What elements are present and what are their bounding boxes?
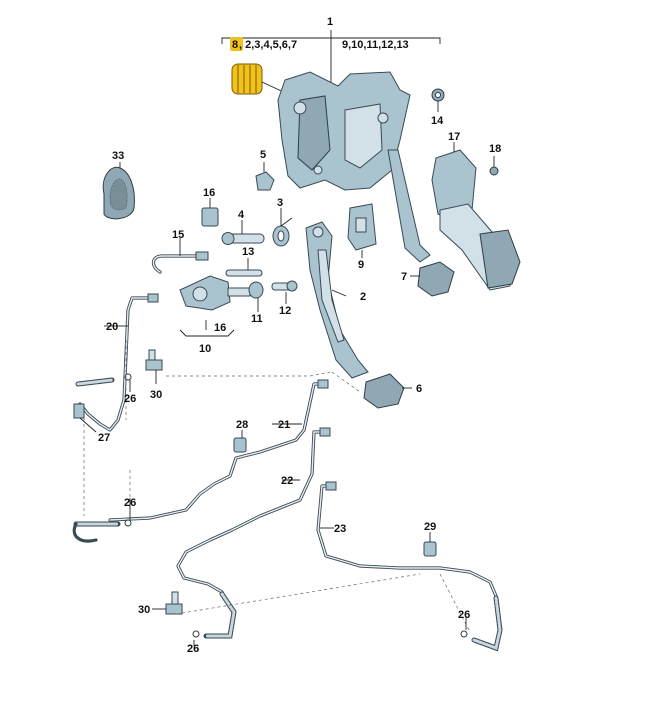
clip-part-5: [255, 162, 275, 191]
callout-30-upper: 30: [150, 389, 162, 401]
callout-29: 29: [424, 521, 436, 533]
callout-17: 17: [448, 131, 460, 143]
pin-part-13: [225, 258, 263, 277]
callout-20: 20: [106, 321, 118, 333]
header-bracket: [221, 30, 441, 82]
callout-26-lower-left: 26: [187, 643, 199, 655]
pipe-part-20: [78, 293, 159, 432]
hose-section-upper-left: [75, 373, 132, 387]
leader-lines: [104, 142, 467, 646]
line-part-15: [151, 238, 209, 274]
callout-9: 9: [358, 259, 364, 271]
pedal-bracket: [277, 71, 411, 191]
callout-27: 27: [98, 432, 110, 444]
bracket-part-9: [347, 203, 377, 258]
pipe-part-22: [176, 427, 331, 594]
callout-14: 14: [431, 115, 444, 127]
connector-part-30-lower: [165, 591, 183, 615]
callout-26-middle: 26: [124, 497, 136, 509]
bolt-part-12: [271, 280, 298, 304]
callout-26-upper: 26: [124, 393, 136, 405]
callout-12: 12: [279, 305, 291, 317]
callout-26-lower-right: 26: [458, 609, 470, 621]
screw-part-18: [489, 156, 499, 176]
callout-4: 4: [238, 209, 245, 221]
pin-part-4: [221, 220, 265, 245]
clutch-pedal-arm: [387, 149, 431, 263]
callout-10: 10: [199, 343, 211, 355]
accelerator-pedal-part-17: [431, 149, 521, 291]
cap-part-33: [102, 166, 135, 220]
callout-33: 33: [112, 150, 124, 162]
callout-6: 6: [416, 383, 422, 395]
master-cylinder-part-10: [179, 275, 251, 311]
callout-15: 15: [172, 229, 184, 241]
hose-section-lower-middle: [192, 591, 237, 639]
callout-group-left: , 2,3,4,5,6,7: [239, 39, 297, 51]
callout-22: 22: [281, 475, 293, 487]
pedal-pad-part-6: [363, 373, 405, 409]
callout-23: 23: [334, 523, 346, 535]
reference-lines: [83, 340, 471, 633]
callout-16-lower: 16: [214, 322, 226, 334]
pipe-part-23: [316, 481, 498, 598]
callout-16-upper: 16: [203, 187, 215, 199]
bushing-part-3: [272, 208, 290, 247]
callout-2: 2: [360, 291, 366, 303]
highlight-marker: [230, 37, 243, 51]
clip-part-28: [233, 437, 247, 453]
callout-13: 13: [242, 246, 254, 258]
clip-part-29: [423, 541, 437, 557]
bracket-10: [179, 329, 235, 337]
hose-section-lower-right: [460, 595, 503, 652]
callout-group-right: 9,10,11,12,13: [342, 39, 409, 51]
callout-5: 5: [260, 149, 266, 161]
callout-3: 3: [277, 197, 283, 209]
pipe-part-21: [108, 379, 329, 522]
pedal-pad-part-7: [417, 261, 455, 297]
connector-part-30-upper: [145, 349, 163, 384]
brake-pedal-part-2: [305, 221, 369, 379]
callout-1: 1: [327, 16, 333, 28]
nut-part-14: [431, 88, 445, 112]
callout-7: 7: [401, 271, 407, 283]
callout-11: 11: [251, 313, 263, 325]
callout-18: 18: [489, 143, 501, 155]
callout-28: 28: [236, 419, 248, 431]
nut-part-11: [248, 281, 264, 312]
bleeder-part-27: [73, 403, 97, 433]
hose-section-lower-left: [72, 519, 132, 543]
callout-21: 21: [278, 419, 290, 431]
callout-8-highlight: 8: [232, 39, 238, 51]
callout-30-lower: 30: [138, 604, 150, 616]
clip-part-16-upper: [201, 198, 219, 227]
